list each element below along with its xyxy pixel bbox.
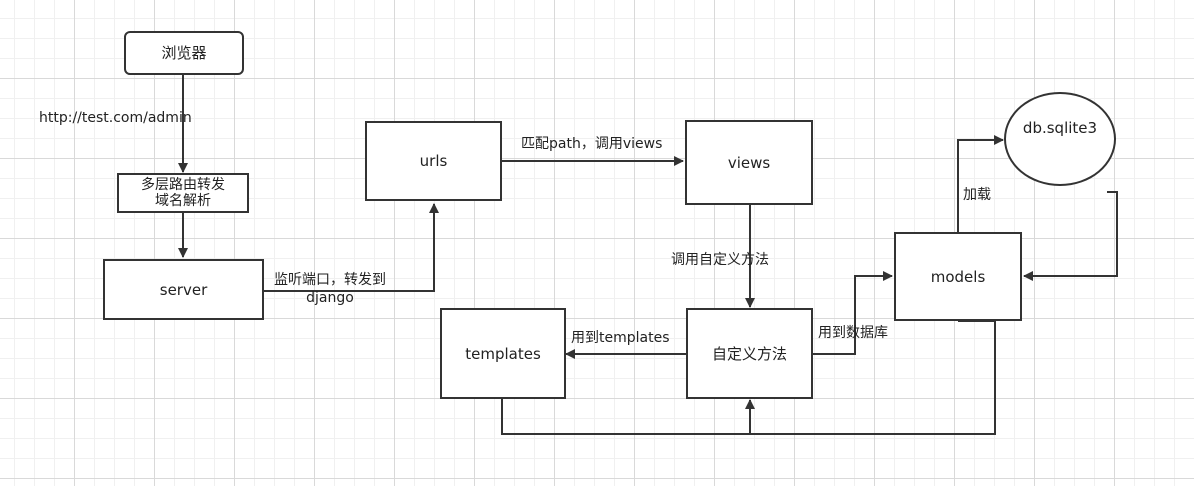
edge-templates-to-custom-loop[interactable] <box>501 399 755 435</box>
edge-models-to-db[interactable] <box>957 135 1004 232</box>
node-views[interactable]: views <box>685 120 813 205</box>
node-routing-label: 多层路由转发 域名解析 <box>141 176 225 209</box>
edge-custom-to-models[interactable] <box>812 271 893 355</box>
node-urls-label: urls <box>419 152 448 170</box>
edge-label-call-custom: 调用自定义方法 <box>671 252 769 268</box>
edge-label-listen-port: 监听端口，转发到 django <box>274 272 386 307</box>
node-custom-method-label: 自定义方法 <box>711 344 787 363</box>
node-views-label: views <box>727 153 771 172</box>
node-models[interactable]: models <box>894 232 1022 321</box>
node-routing[interactable]: 多层路由转发 域名解析 <box>117 173 249 213</box>
edge-server-to-urls[interactable] <box>263 203 439 292</box>
node-db-sqlite3[interactable]: db.sqlite3 <box>1004 92 1116 186</box>
edge-label-load: 加载 <box>963 187 991 203</box>
node-templates[interactable]: templates <box>440 308 566 399</box>
node-custom-method[interactable]: 自定义方法 <box>686 308 813 399</box>
edge-label-url: http://test.com/admin <box>39 110 192 126</box>
edge-label-use-database: 用到数据库 <box>818 325 888 341</box>
edge-label-match-path: 匹配path，调用views <box>521 136 663 152</box>
node-browser[interactable]: 浏览器 <box>124 31 244 75</box>
node-db-label: db.sqlite3 <box>1022 119 1098 137</box>
node-server[interactable]: server <box>103 259 264 320</box>
edge-label-use-templates: 用到templates <box>571 330 670 346</box>
edge-models-to-custom-loop[interactable] <box>750 320 996 435</box>
node-server-label: server <box>159 280 208 299</box>
node-models-label: models <box>930 267 986 286</box>
edge-db-to-models[interactable] <box>1023 191 1118 281</box>
node-urls[interactable]: urls <box>365 121 502 201</box>
node-browser-label: 浏览器 <box>161 44 207 62</box>
node-templates-label: templates <box>465 344 541 363</box>
